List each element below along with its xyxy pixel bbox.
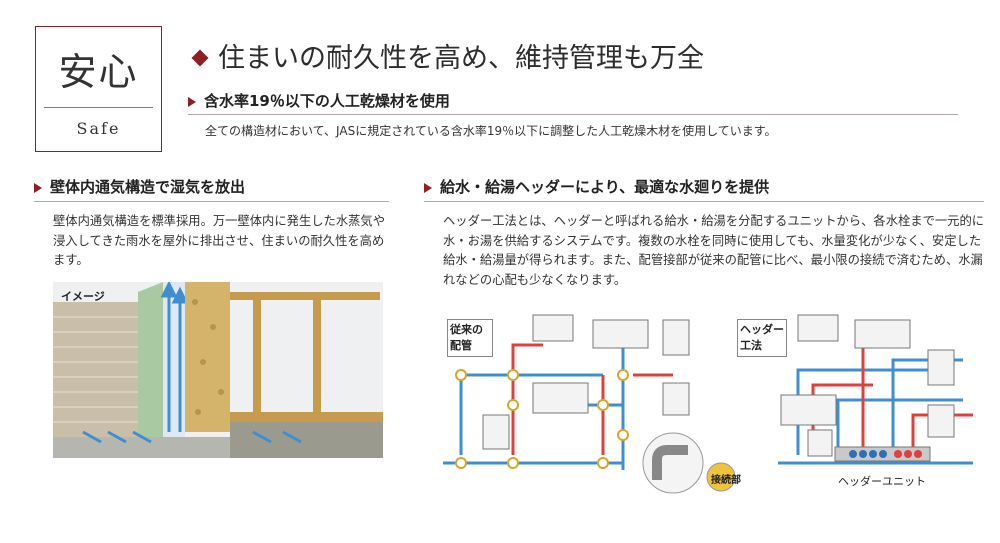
left-section-title: 壁体内通気構造で湿気を放出 <box>34 176 245 197</box>
badge-title: 安心 <box>58 50 139 94</box>
badge-divider <box>44 107 153 108</box>
left-section-title-text: 壁体内通気構造で湿気を放出 <box>50 178 246 196</box>
left-section-body: 壁体内通気構造を標準採用。万一壁体内に発生した水蒸気や浸入してきた雨水を屋外に排… <box>53 214 386 267</box>
right-section-rule <box>424 201 984 202</box>
header-unit-label: ヘッダーユニット <box>838 475 926 488</box>
badge-subtitle: Safe <box>76 119 121 138</box>
wall-ventilation-svg <box>53 280 383 458</box>
top-section-title-text: 含水率19％以下の人工乾燥材を使用 <box>204 92 450 110</box>
triangle-bullet-icon <box>188 96 196 107</box>
joint-label: 接続部 <box>711 475 741 486</box>
piping-svg <box>443 314 973 494</box>
triangle-bullet-icon <box>34 182 42 193</box>
wall-ventilation-illustration: イメージ <box>53 280 383 458</box>
header-method-label: ヘッダー工法 <box>737 319 787 357</box>
conventional-piping-label: 従来の配管 <box>447 319 493 357</box>
diamond-bullet-icon <box>191 49 209 66</box>
right-section-body: ヘッダー工法とは、ヘッダーと呼ばれる給水・給湯を分配するユニットから、各水栓まで… <box>443 214 985 287</box>
right-section-title: 給水・給湯ヘッダーにより、最適な水廻りを提供 <box>424 176 769 197</box>
headline-text: 住まいの耐久性を高め、維持管理も万全 <box>218 43 704 74</box>
right-section-title-text: 給水・給湯ヘッダーにより、最適な水廻りを提供 <box>440 178 770 196</box>
safe-badge: 安心 Safe <box>35 26 162 152</box>
piping-comparison-illustration: 従来の配管 ヘッダー工法 接続部 ヘッダーユニット <box>443 305 983 495</box>
triangle-bullet-icon <box>424 182 432 193</box>
left-section-rule <box>34 201 389 202</box>
top-section-body: 全ての構造材において、JASに規定されている含水率19％以下に調整した人工乾燥木… <box>205 124 777 138</box>
top-section-title: 含水率19％以下の人工乾燥材を使用 <box>188 90 450 111</box>
top-section-rule <box>188 114 958 115</box>
illustration-label: イメージ <box>61 290 105 303</box>
page-headline: 住まいの耐久性を高め、維持管理も万全 <box>188 36 704 75</box>
